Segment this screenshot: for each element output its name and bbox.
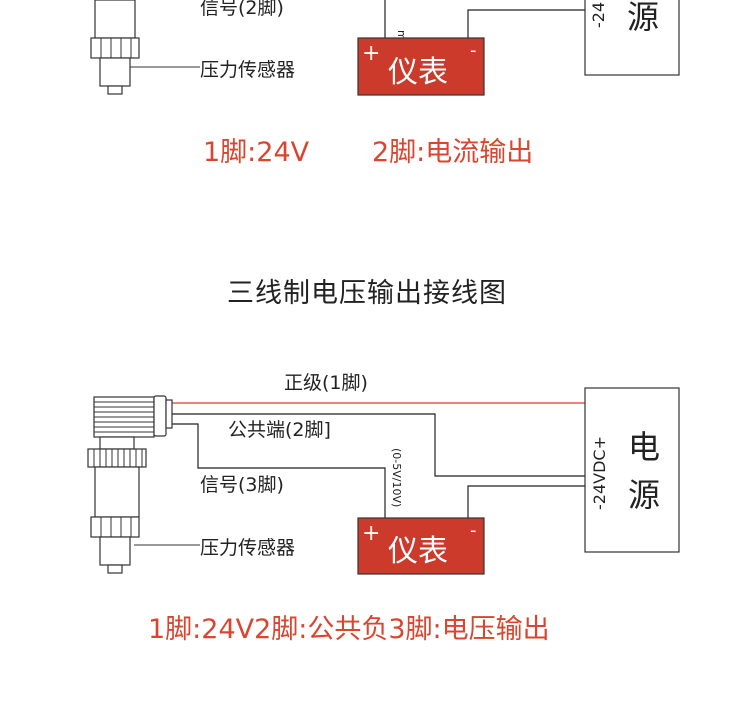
- bottom-meter-minus: -: [470, 520, 477, 541]
- top-psu-char: 源: [627, 0, 659, 36]
- top-meter-label: 仪表: [388, 55, 448, 90]
- bottom-psu-char-1: 电: [628, 428, 660, 466]
- bottom-power-supply: -24VDC+ 电 源: [584, 387, 680, 553]
- top-meter-minus: -: [470, 40, 477, 61]
- bottom-pressure-sensor: [87, 395, 173, 574]
- top-wiring-section: 信号(2脚) 压力传感器 mA) + - 仪表 -24 源 1脚:24V 2脚:…: [90, 0, 680, 168]
- bottom-psu-char-2: 源: [628, 476, 660, 514]
- bottom-caption: 1脚:24V2脚:公共负3脚:电压输出: [148, 614, 550, 645]
- pin3-wire: [172, 423, 386, 518]
- bottom-meter: + - 仪表: [357, 517, 485, 575]
- top-pressure-sensor: [90, 0, 140, 95]
- pin3-label: 信号(3脚): [200, 474, 284, 496]
- bottom-wiring-section: 三线制电压输出接线图 正级(1脚) 公共端(2脚] 信号(3脚) 压力传感器 (…: [87, 278, 680, 645]
- top-caption-right: 2脚:电流输出: [372, 137, 533, 168]
- top-psu-voltage: -24: [589, 2, 608, 28]
- meter-minus-wire: [467, 485, 585, 518]
- bottom-meter-plus: +: [362, 521, 380, 546]
- bottom-sensor-label: 压力传感器: [200, 537, 295, 559]
- pin2-label: 公共端(2脚]: [228, 419, 331, 441]
- top-power-supply: -24 源: [584, 0, 680, 76]
- top-meter-plus: +: [362, 41, 380, 66]
- bottom-meter-label: 仪表: [388, 534, 448, 569]
- bottom-range-label: (0-5V/10V): [390, 448, 403, 507]
- top-sensor-label: 压力传感器: [200, 59, 295, 81]
- pin2-wire: [172, 413, 585, 477]
- pin1-label: 正级(1脚): [284, 372, 368, 394]
- top-meter: + - 仪表: [357, 37, 485, 96]
- bottom-psu-voltage: -24VDC+: [590, 436, 609, 510]
- top-signal-label: 信号(2脚): [200, 0, 284, 19]
- top-caption-left: 1脚:24V: [203, 137, 310, 168]
- bottom-title: 三线制电压输出接线图: [227, 278, 507, 309]
- top-meter-minus-wire: [467, 9, 585, 40]
